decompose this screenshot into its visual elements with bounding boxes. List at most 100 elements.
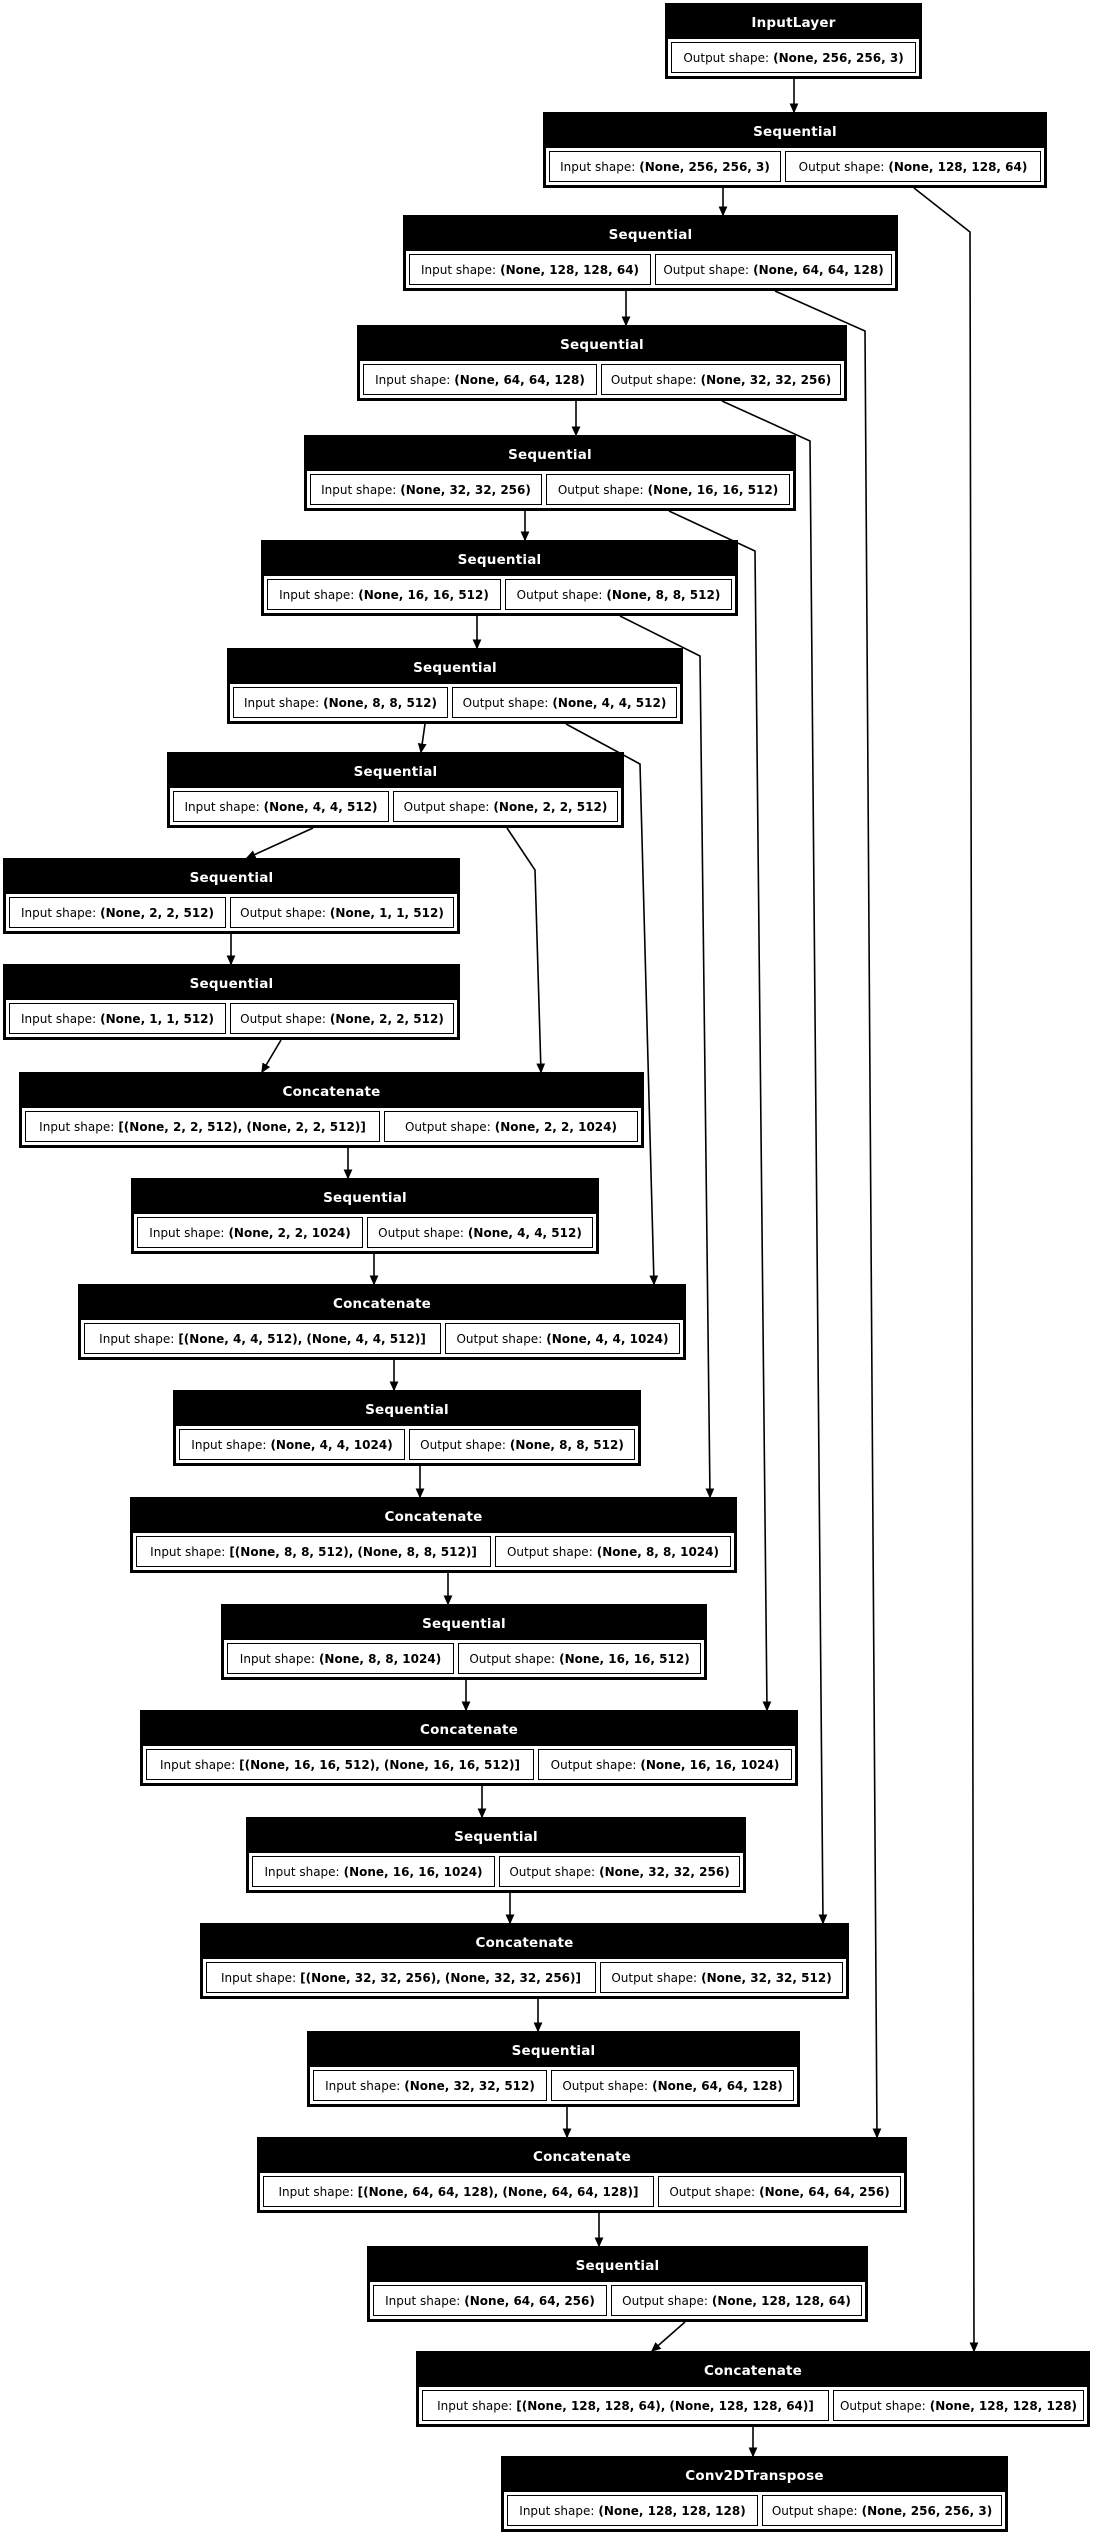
input-shape-cell: Input shape:(None, 2, 2, 512) [9,897,226,928]
shape-row: Output shape:(None, 256, 256, 3) [668,39,919,76]
input-shape-cell: Input shape:(None, 16, 16, 512) [267,579,501,610]
shape-row: Input shape:(None, 8, 8, 1024)Output sha… [224,1640,704,1677]
output-shape-label: Output shape: [798,159,885,174]
output-shape-label: Output shape: [509,1864,596,1879]
output-shape-value: (None, 32, 32, 512) [701,1970,832,1985]
output-shape-cell: Output shape:(None, 128, 128, 64) [785,151,1041,182]
output-shape-label: Output shape: [378,1225,464,1240]
layer-type-title: Sequential [249,1820,743,1853]
output-shape-cell: Output shape:(None, 4, 4, 512) [367,1217,593,1248]
output-shape-cell: Output shape:(None, 32, 32, 256) [601,364,841,395]
input-shape-label: Input shape: [321,482,397,497]
input-shape-label: Input shape: [278,2184,354,2199]
input-shape-cell: Input shape:[(None, 128, 128, 64), (None… [422,2390,829,2421]
layer-type-title: InputLayer [668,6,919,39]
shape-row: Input shape:(None, 16, 16, 512)Output sh… [264,576,735,613]
output-shape-cell: Output shape:(None, 256, 256, 3) [762,2495,1002,2526]
shape-row: Input shape:(None, 1, 1, 512) Output shap… [6,1000,457,1037]
layer-type-title: Sequential [230,651,680,684]
layer-type-title: Sequential [370,2249,865,2282]
output-shape-label: Output shape: [240,1011,326,1026]
input-shape-value: (None, 16, 16, 512) [358,587,489,602]
input-shape-cell: Input shape:[(None, 64, 64, 128), (None,… [263,2176,654,2207]
input-shape-cell: Input shape:(None, 16, 16, 1024) [252,1856,495,1887]
input-shape-label: Input shape: [560,159,636,174]
input-shape-label: Input shape: [149,1225,225,1240]
shape-row: Input shape:(None, 128, 128, 64) Output s… [406,251,895,288]
shape-row: Input shape:(None, 64, 64, 256)Output sh… [370,2282,865,2319]
input-shape-cell: Input shape:(None, 8, 8, 1024) [227,1643,454,1674]
output-shape-cell: Output shape:(None, 8, 8, 1024) [495,1536,731,1567]
output-shape-cell: Output shape:(None, 2, 2, 1024) [384,1111,638,1142]
shape-row: Input shape:(None, 2, 2, 512)Output shap… [6,894,457,931]
shape-row: Input shape:(None, 4, 4, 512)Output shap… [170,788,621,825]
input-shape-label: Input shape: [184,799,260,814]
input-shape-label: Input shape: [264,1864,340,1879]
input-shape-label: Input shape: [420,262,497,277]
output-shape-cell: Output shape:(None, 2, 2, 512) [393,791,618,822]
edge-arrow-1-to-22 [913,187,979,2353]
layer-type-title: Sequential [546,115,1044,148]
layer-type-title: Sequential [224,1607,704,1640]
input-shape-cell: Input shape:(None, 64, 64, 256) [373,2285,607,2316]
input-shape-value: (None, 128, 128, 128) [598,2503,746,2518]
input-shape-value: [(None, 8, 8, 512), (None, 8, 8, 512)] [229,1544,477,1559]
edge-arrow-21-to-22 [650,2321,686,2352]
input-shape-value: (None, 1, 1, 512) [100,1011,215,1026]
output-shape-label: Output shape: [403,799,490,814]
layer-type-title: Sequential [307,438,793,471]
edge-arrow-7-to-8 [245,827,314,859]
input-shape-label: Input shape: [159,1757,236,1772]
output-shape-label: Output shape: [456,1331,543,1346]
output-shape-cell: Output shape:(None, 64, 64, 128) [655,254,892,285]
input-shape-value: [(None, 64, 64, 128), (None, 64, 64, 128… [357,2184,639,2199]
output-shape-value: (None, 2, 2, 1024) [494,1119,617,1134]
output-shape-value: (None, 256, 256, 3) [773,50,904,65]
output-shape-value: (None, 32, 32, 256) [599,1864,730,1879]
output-shape-cell: Output shape:(None, 256, 256, 3) [671,42,916,73]
layer-type-title: Concatenate [133,1500,734,1533]
layer-type-title: Sequential [176,1393,638,1426]
output-shape-label: Output shape: [771,2503,858,2518]
input-shape-cell: Input shape:(None, 1, 1, 512) [9,1003,226,1034]
shape-row: Input shape:(None, 32, 32, 512)Output sh… [310,2067,797,2104]
output-shape-label: Output shape: [506,1544,593,1559]
layer-type-title: Sequential [134,1181,596,1214]
output-shape-cell: Output shape:(None, 8, 8, 512) [505,579,732,610]
input-shape-value: [(None, 128, 128, 64), (None, 128, 128, … [516,2398,814,2413]
edge-arrow-4-to-16 [668,510,772,1712]
edge-arrow-6-to-12 [565,723,659,1286]
input-shape-value: (None, 8, 8, 512) [323,695,438,710]
input-shape-value: (None, 64, 64, 128) [454,372,585,387]
layer-type-title: Concatenate [260,2140,904,2173]
input-shape-cell: Input shape:(None, 8, 8, 512) [233,687,448,718]
output-shape-cell: Output shape:(None, 128, 128, 64) [611,2285,862,2316]
input-shape-label: Input shape: [191,1437,267,1452]
output-shape-cell: Output shape:(None, 16, 16, 512) [458,1643,701,1674]
shape-row: Input shape:(None, 256, 256, 3)Output sh… [546,148,1044,185]
input-shape-value: (None, 128, 128, 64) [500,262,640,277]
shape-row: Input shape:(None, 32, 32, 256)Output sh… [307,471,793,508]
output-shape-label: Output shape: [622,2293,708,2308]
input-shape-label: Input shape: [150,1544,226,1559]
output-shape-label: Output shape: [516,587,603,602]
output-shape-label: Output shape: [683,50,770,65]
input-shape-label: Input shape: [375,372,451,387]
layer-type-title: Concatenate [203,1926,846,1959]
edge-arrow-5-to-14 [619,615,715,1499]
output-shape-cell: Output shape:(None, 128, 128, 128) [833,2390,1084,2421]
output-shape-value: (None, 8, 8, 512) [509,1437,624,1452]
shape-row: Input shape:[(None, 8, 8, 512), (None, 8… [133,1533,734,1570]
output-shape-label: Output shape: [611,1970,698,1985]
input-shape-cell: Input shape:[(None, 8, 8, 512), (None, 8… [136,1536,491,1567]
